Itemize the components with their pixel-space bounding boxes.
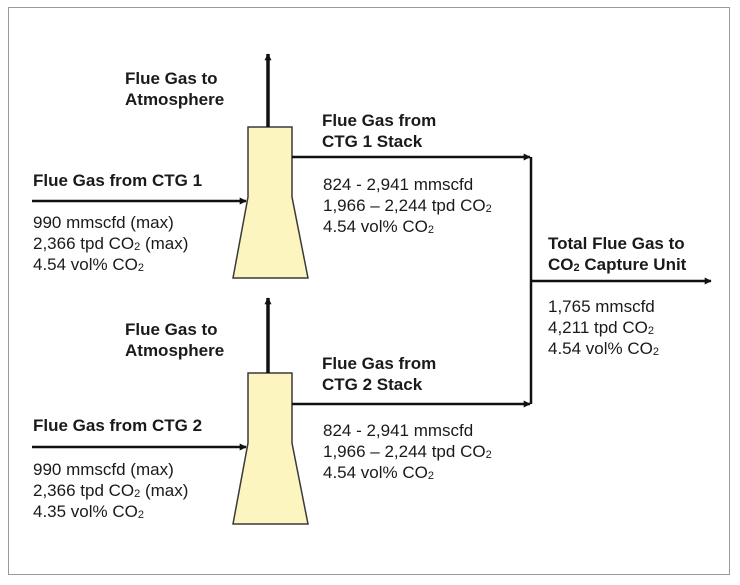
stack-1-shape — [232, 126, 309, 279]
ctg-1-inlet-data: 990 mmscfd (max) 2,366 tpd CO2 (max) 4.5… — [33, 213, 189, 274]
ctg-2-inlet-title: Flue Gas from CTG 2 — [33, 416, 203, 435]
diagram-frame — [8, 7, 730, 575]
stack-1-atmosphere-label: Flue Gas to Atmosphere — [125, 69, 225, 109]
stack-2-outlet-data: 824 - 2,941 mmscfd 1,966 – 2,244 tpd CO2… — [323, 421, 492, 482]
stack-2-outlet-title: Flue Gas from CTG 2 Stack — [322, 354, 437, 394]
total-data: 1,765 mmscfd 4,211 tpd CO2 4.54 vol% CO2 — [548, 297, 660, 358]
ctg-1-inlet-title: Flue Gas from CTG 1 — [33, 171, 203, 190]
stack-1-outlet-title: Flue Gas from CTG 1 Stack — [322, 111, 437, 151]
ctg-2-inlet-data: 990 mmscfd (max) 2,366 tpd CO2 (max) 4.3… — [33, 460, 189, 521]
stack-2-atmosphere-label: Flue Gas to Atmosphere — [125, 320, 225, 360]
stack-2-shape — [232, 372, 309, 525]
total-title: Total Flue Gas to CO2 Capture Unit — [548, 234, 687, 274]
stack-1-outlet-data: 824 - 2,941 mmscfd 1,966 – 2,244 tpd CO2… — [323, 175, 492, 236]
